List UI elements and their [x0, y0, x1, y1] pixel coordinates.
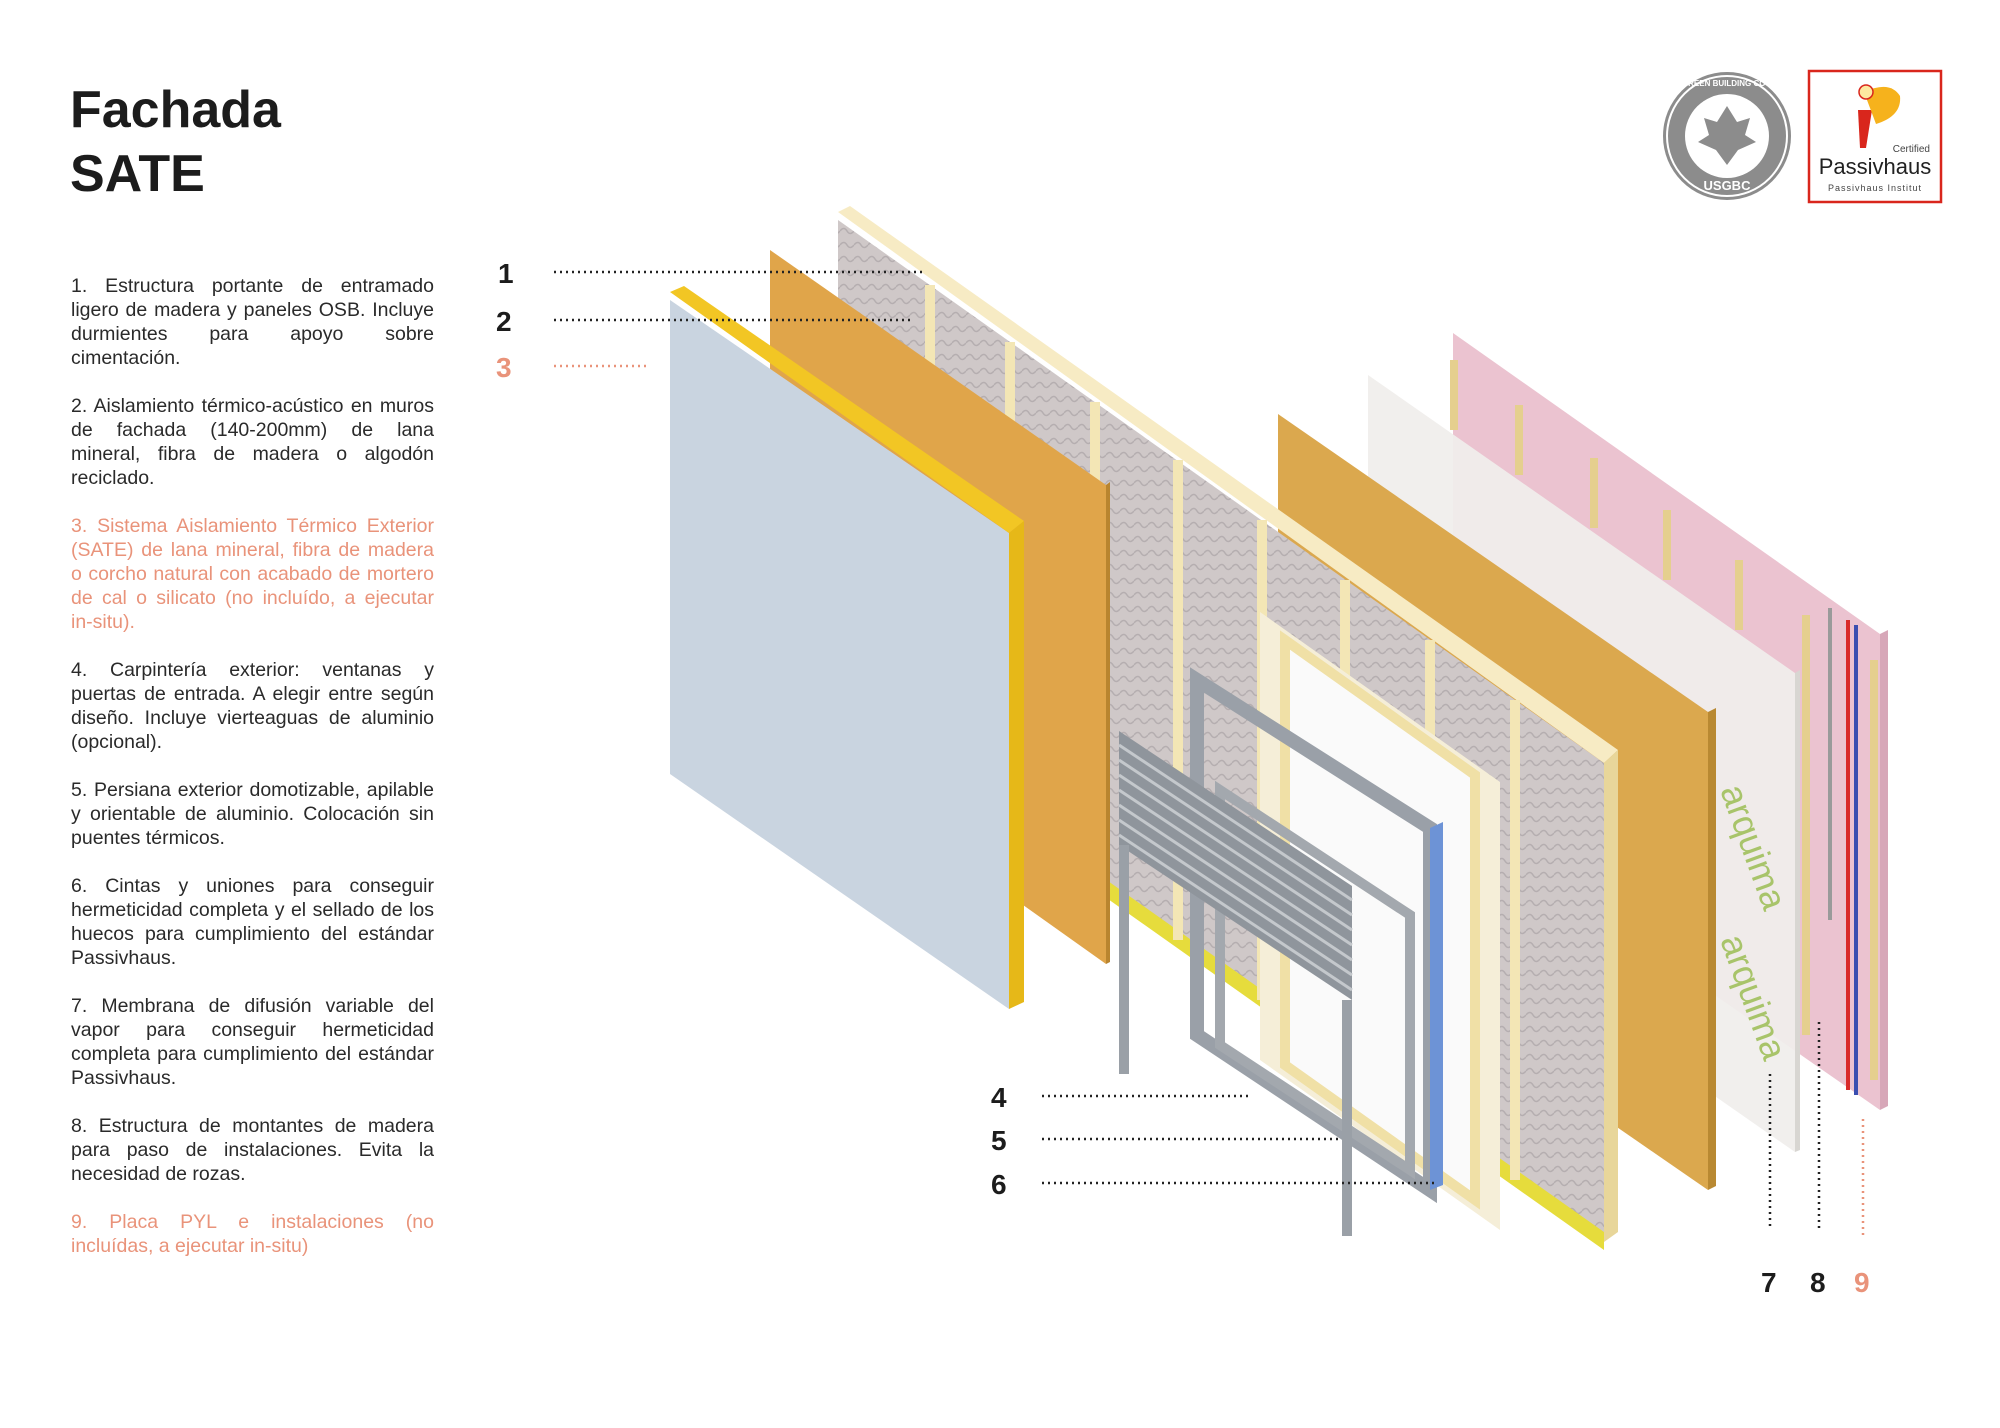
component-list: 1. Estructura portante de entramado lige… [71, 254, 434, 1282]
passivhaus-name: Passivhaus [1819, 154, 1932, 179]
label-4: 4 [991, 1082, 1007, 1113]
usgbc-ring-text: U.S. GREEN BUILDING COUNCIL [1664, 79, 1790, 88]
label-1: 1 [498, 258, 514, 289]
passivhaus-institute: Passivhaus Institut [1828, 183, 1922, 193]
label-6: 6 [991, 1169, 1007, 1200]
label-5: 5 [991, 1125, 1007, 1156]
list-item: 7. Membrana de difusión variable del vap… [71, 994, 434, 1089]
usgbc-logo: USGBC U.S. GREEN BUILDING COUNCIL [1663, 72, 1791, 200]
sate-insulation-panel [670, 286, 1024, 1009]
leader-lines [554, 270, 1865, 1236]
title-line-1: Fachada [70, 81, 281, 139]
list-item: 1. Estructura portante de entramado lige… [71, 274, 434, 369]
list-item: 9. Placa PYL e instalaciones (no incluíd… [71, 1210, 434, 1257]
label-2: 2 [496, 306, 512, 337]
list-item: 3. Sistema Aislamiento Térmico Exterior … [71, 514, 434, 633]
service-studs [1450, 360, 1878, 1080]
passivhaus-logo: Certified Passivhaus Passivhaus Institut [1807, 69, 1943, 204]
usgbc-abbr: USGBC [1704, 178, 1752, 193]
list-item: 4. Carpintería exterior: ventanas y puer… [71, 658, 434, 753]
title-line-2: SATE [70, 145, 205, 203]
label-9: 9 [1854, 1267, 1870, 1298]
leaf-icon [1698, 106, 1756, 165]
label-3: 3 [496, 352, 512, 383]
label-7: 7 [1761, 1267, 1777, 1298]
list-item: 2. Aislamiento térmico-acústico en muros… [71, 394, 434, 489]
label-8: 8 [1810, 1267, 1826, 1298]
window-frame [1190, 667, 1443, 1204]
list-item: 5. Persiana exterior domotizable, apilab… [71, 778, 434, 849]
list-item: 8. Estructura de montantes de madera par… [71, 1114, 434, 1185]
exterior-shutter [1118, 731, 1353, 1236]
list-item: 6. Cintas y uniones para conseguir herme… [71, 874, 434, 969]
page-title: Fachada SATE [70, 78, 281, 206]
passivhaus-certified: Certified [1893, 144, 1930, 155]
